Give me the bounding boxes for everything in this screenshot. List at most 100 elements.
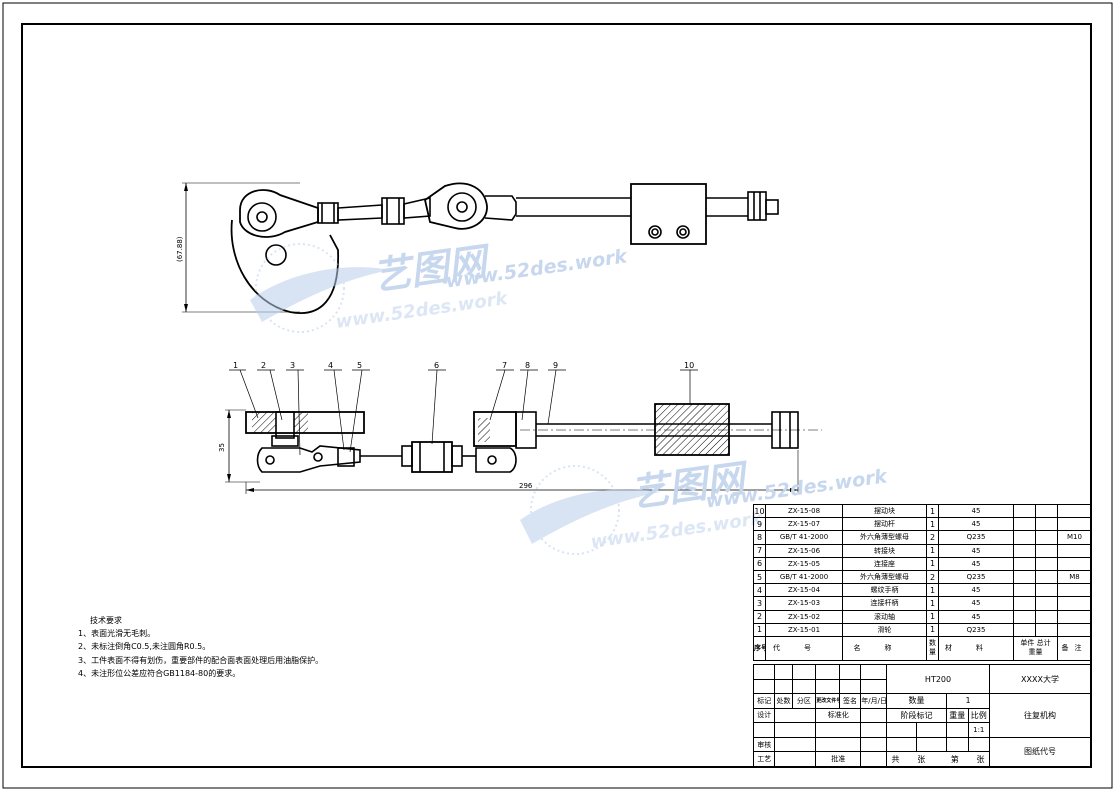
part-name: 摆动块 [842, 503, 927, 519]
part-code: ZX-15-02 [765, 609, 843, 624]
part-code: ZX-15-03 [765, 596, 843, 611]
part-no: 4 [753, 583, 766, 598]
approve-label: 批准 [815, 751, 862, 767]
part-remark [1057, 543, 1092, 558]
school-cell: XXXX大学 [989, 663, 1091, 695]
balloon-6: 6 [434, 361, 439, 370]
part-remark [1057, 517, 1092, 532]
review-label: 审核 [752, 736, 776, 753]
scale-value: 1:1 [967, 722, 991, 738]
part-total-weight [1035, 583, 1058, 598]
part-qty: 1 [926, 517, 939, 532]
part-no: 1 [753, 622, 766, 637]
part-name: 连接座 [842, 556, 927, 571]
header-remark: 备注 [1057, 635, 1092, 661]
drawing-no-label: 图纸代号 [989, 736, 1091, 768]
part-no: 6 [753, 556, 766, 571]
front-view [225, 369, 822, 494]
balloon-3: 3 [290, 361, 295, 370]
partition-label: 分区 [791, 693, 817, 709]
tech-note-4: 4、未注形位公差应符合GB1184-80的要求。 [78, 668, 241, 678]
part-unit-weight [1013, 530, 1036, 545]
header-material: 材料 [938, 635, 1014, 661]
balloon-2: 2 [261, 361, 266, 370]
header-weight-text: 重量 [1028, 648, 1043, 657]
part-code: ZX-15-05 [765, 556, 843, 571]
part-material: 45 [938, 596, 1014, 611]
part-total-weight [1035, 543, 1058, 558]
part-unit-weight [1013, 622, 1036, 637]
part-unit-weight [1013, 583, 1036, 598]
part-material: 45 [938, 503, 1014, 519]
part-qty: 2 [926, 530, 939, 545]
part-material: 45 [938, 543, 1014, 558]
header-qty: 数量 [926, 635, 939, 661]
weight-label: 重量 [946, 707, 969, 724]
part-code: GB/T 41-2000 [765, 569, 843, 585]
part-unit-weight [1013, 556, 1036, 571]
part-remark [1057, 503, 1092, 519]
part-total-weight [1035, 503, 1058, 519]
part-no: 3 [753, 596, 766, 611]
technical-requirements: 技术要求 1、表面光滑无毛刺。 2、未标注倒角C0.5,未注圆角R0.5。 3、… [78, 614, 323, 680]
inner-border [21, 23, 1092, 768]
part-unit-weight [1013, 503, 1036, 519]
part-material: 45 [938, 517, 1014, 532]
part-remark [1057, 583, 1092, 598]
part-material: 45 [938, 556, 1014, 571]
part-total-weight [1035, 517, 1058, 532]
part-name: 转接块 [842, 543, 927, 558]
part-remark [1057, 609, 1092, 624]
part-no: 10 [753, 503, 766, 519]
drawing-title: 往复机构 [989, 693, 1091, 738]
sheet-label: 张 [917, 754, 926, 764]
tech-note-2: 2、未标注倒角C0.5,未注圆角R0.5。 [78, 642, 211, 652]
zone-label: 处数 [774, 693, 793, 709]
header-name: 名称 [842, 635, 927, 661]
stage-label: 阶段标记 [885, 707, 948, 724]
header-no: 序号 [753, 635, 766, 661]
header-weight: 单件 总计 重量 [1013, 635, 1058, 661]
date-label: 年/月/日 [860, 693, 887, 709]
part-code: GB/T 41-2000 [765, 530, 843, 545]
part-remark: M8 [1057, 569, 1092, 585]
part-qty: 1 [926, 609, 939, 624]
balloon-7: 7 [502, 361, 507, 370]
process-label: 工艺 [752, 751, 776, 767]
part-qty: 2 [926, 569, 939, 585]
parts-list-header: 序号 代号 名称 数量 材料 单件 总计 重量 备注 [753, 635, 1092, 661]
part-name: 滑轮 [842, 622, 927, 637]
dim-height-front: 35 [218, 443, 226, 452]
balloon-5: 5 [357, 361, 362, 370]
part-name: 螺纹手柄 [842, 583, 927, 598]
part-name: 连接杆柄 [842, 596, 927, 611]
sign-label: 签名 [838, 693, 862, 709]
part-code: ZX-15-01 [765, 622, 843, 637]
top-view [182, 182, 779, 314]
sheet-info: 共 张 第 张 [885, 751, 991, 767]
quantity-label: 数量 [885, 693, 948, 709]
part-no: 5 [753, 569, 766, 585]
part-material: Q235 [938, 622, 1014, 637]
header-total: 总计 [1036, 639, 1051, 648]
part-material: 45 [938, 583, 1014, 598]
title-block: HT200 XXXX大学 标记 处数 分区 更改文件号 签名 年/月/日 数量 … [752, 663, 1091, 768]
part-no: 7 [753, 543, 766, 558]
standard-label: 标准化 [815, 707, 862, 724]
part-name: 滚动轴 [842, 609, 927, 624]
part-remark [1057, 622, 1092, 637]
balloon-4: 4 [328, 361, 333, 370]
part-material: 45 [938, 609, 1014, 624]
part-remark: M10 [1057, 530, 1092, 545]
part-name: 外六角薄型螺母 [842, 530, 927, 545]
tech-notes-title: 技术要求 [90, 616, 122, 625]
part-no: 2 [753, 609, 766, 624]
